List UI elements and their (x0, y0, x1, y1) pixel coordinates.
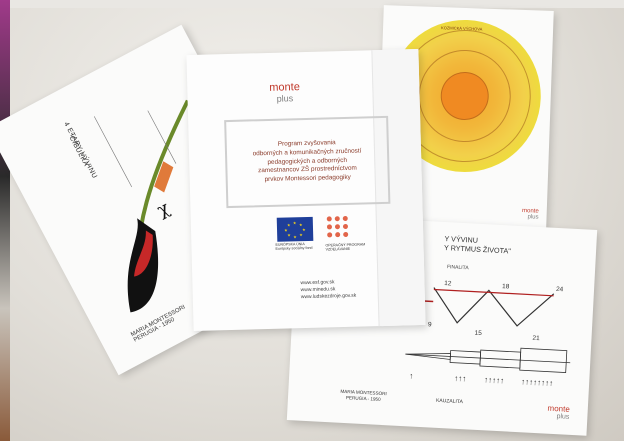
age-18: 18 (501, 283, 510, 291)
rhythm-brand: monte plus (547, 404, 570, 421)
rhythm-brand-sub: plus (556, 413, 570, 421)
svg-text:↑↑↑↑↑↑↑↑: ↑↑↑↑↑↑↑↑ (521, 377, 553, 388)
eu-flag-logo: ★ ★ ★ ★ ★ ★ ★ ★ (276, 216, 314, 242)
eu-label: EURÓPSKA ÚNIA Európsky sociálny fond (275, 242, 317, 251)
eu-label-sub: Európsky sociálny fond (275, 245, 313, 251)
table-edge (0, 0, 624, 8)
svg-text:↑: ↑ (409, 371, 413, 380)
svg-text:χ: χ (154, 197, 174, 221)
program-folder: monte plus Program zvyšovania odborných … (186, 49, 426, 331)
url-ludskezdroje: www.ludskezdroje.gov.sk (300, 292, 357, 301)
wheel-sheet-brand: monte plus (522, 208, 539, 221)
program-title: Program zvyšovania odborných a komunikač… (252, 139, 362, 184)
age-24: 24 (555, 285, 564, 294)
folder-brand: monte plus (269, 81, 300, 104)
op-label-sub: VZDELÁVANIE (325, 246, 351, 252)
age-9: 9 (427, 321, 432, 329)
left-edge-objects (0, 0, 10, 441)
rhythm-author: MARIA MONTESSORI PERUGIA - 1950 (340, 389, 387, 403)
age-21: 21 (532, 334, 540, 343)
program-title-box: Program zvyšovania odborných a komunikač… (224, 115, 391, 209)
svg-text:↑↑↑↑↑: ↑↑↑↑↑ (484, 375, 504, 385)
age-12: 12 (443, 280, 452, 288)
op-label: OPERAČNÝ PROGRAM VZDELÁVANIE (325, 242, 365, 251)
svg-text:↑↑↑: ↑↑↑ (454, 374, 466, 384)
age-15: 15 (474, 329, 483, 338)
wheel-title: KOZMICKÁ VÝCHOVA (441, 25, 483, 32)
folder-brand-sub: plus (276, 92, 294, 104)
folder-urls: www.esf.gov.sk www.minedu.sk www.ludskez… (300, 279, 356, 301)
wheel-brand-sub: plus (527, 214, 539, 221)
op-dots-logo (325, 214, 360, 241)
